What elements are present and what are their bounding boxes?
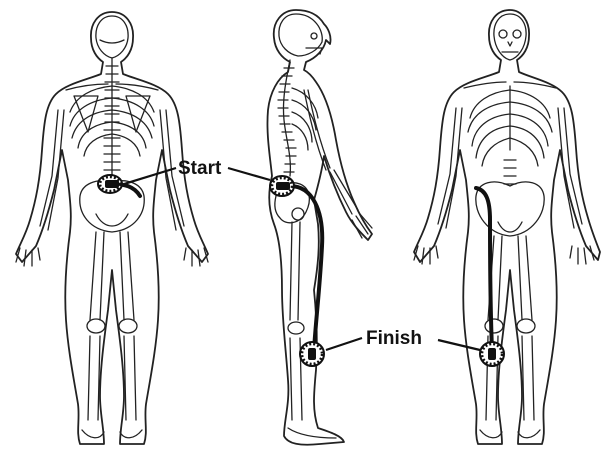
finish-marker-anterior [480,342,504,366]
start-leader-lateral [228,168,270,180]
finish-marker-lateral [300,342,324,366]
finish-label: Finish [366,328,422,349]
start-marker-lateral [270,176,294,196]
figure-lateral [228,10,372,445]
figure-posterior [16,12,208,444]
finish-leader-lateral [326,338,362,350]
start-label: Start [178,158,222,179]
figure-anterior [414,10,600,444]
start-marker-posterior [98,175,122,193]
